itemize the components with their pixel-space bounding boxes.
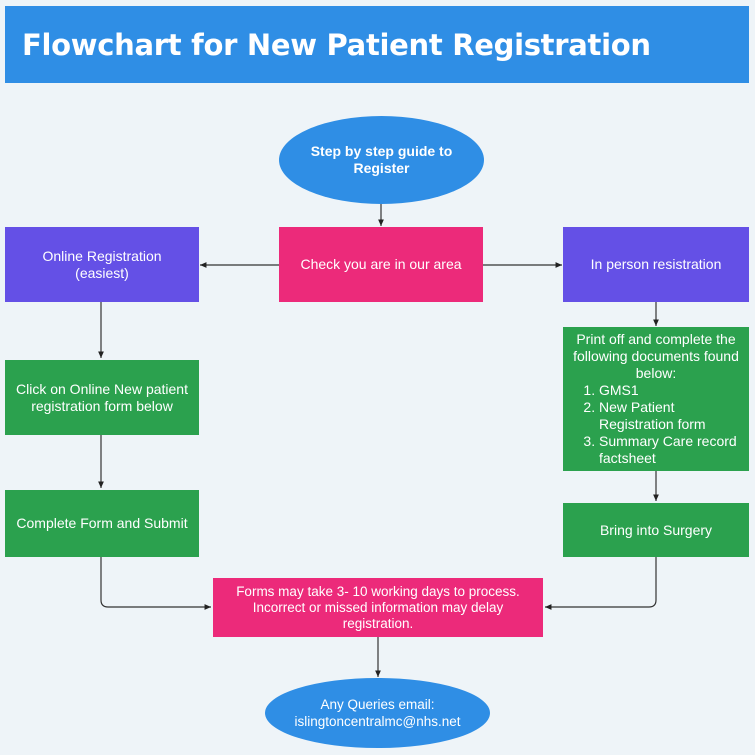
check-area-label: Check you are in our area xyxy=(300,256,462,272)
start-label: Step by step guide to Register xyxy=(310,143,453,176)
bring-surgery-label: Bring into Surgery xyxy=(599,521,713,538)
document-item: New Patient Registration form xyxy=(599,399,743,433)
in-person-label: In person resistration xyxy=(590,256,722,272)
click-online-label: Click on Online New patient registration… xyxy=(16,380,188,414)
complete-form-label: Complete Form and Submit xyxy=(16,515,188,531)
click-online-node: Click on Online New patient registration… xyxy=(5,360,199,435)
processing-label: Forms may take 3- 10 working days to pro… xyxy=(236,583,520,631)
arrow-bring-to-processing xyxy=(545,557,657,610)
complete-form-node: Complete Form and Submit xyxy=(5,490,199,557)
page-title: Flowchart for New Patient Registration xyxy=(22,27,651,62)
start-node: Step by step guide to Register xyxy=(279,116,484,204)
in-person-node: In person resistration xyxy=(563,227,749,302)
print-documents-intro: Print off and complete the following doc… xyxy=(573,331,739,381)
document-list: GMS1 New Patient Registration form Summa… xyxy=(569,382,743,467)
queries-label: Any Queries email: islingtoncentralmc@nh… xyxy=(294,697,461,729)
check-area-node: Check you are in our area xyxy=(279,227,483,302)
online-registration-label: Online Registration (easiest) xyxy=(42,247,162,281)
print-documents-node: Print off and complete the following doc… xyxy=(563,327,749,471)
page-header: Flowchart for New Patient Registration xyxy=(5,6,749,83)
processing-node: Forms may take 3- 10 working days to pro… xyxy=(213,578,543,637)
arrow-complete-to-processing xyxy=(100,557,211,610)
bring-surgery-node: Bring into Surgery xyxy=(563,503,749,557)
queries-node: Any Queries email: islingtoncentralmc@nh… xyxy=(265,678,490,748)
online-registration-node: Online Registration (easiest) xyxy=(5,227,199,302)
document-item: GMS1 xyxy=(599,382,743,399)
document-item: Summary Care record factsheet xyxy=(599,433,743,467)
